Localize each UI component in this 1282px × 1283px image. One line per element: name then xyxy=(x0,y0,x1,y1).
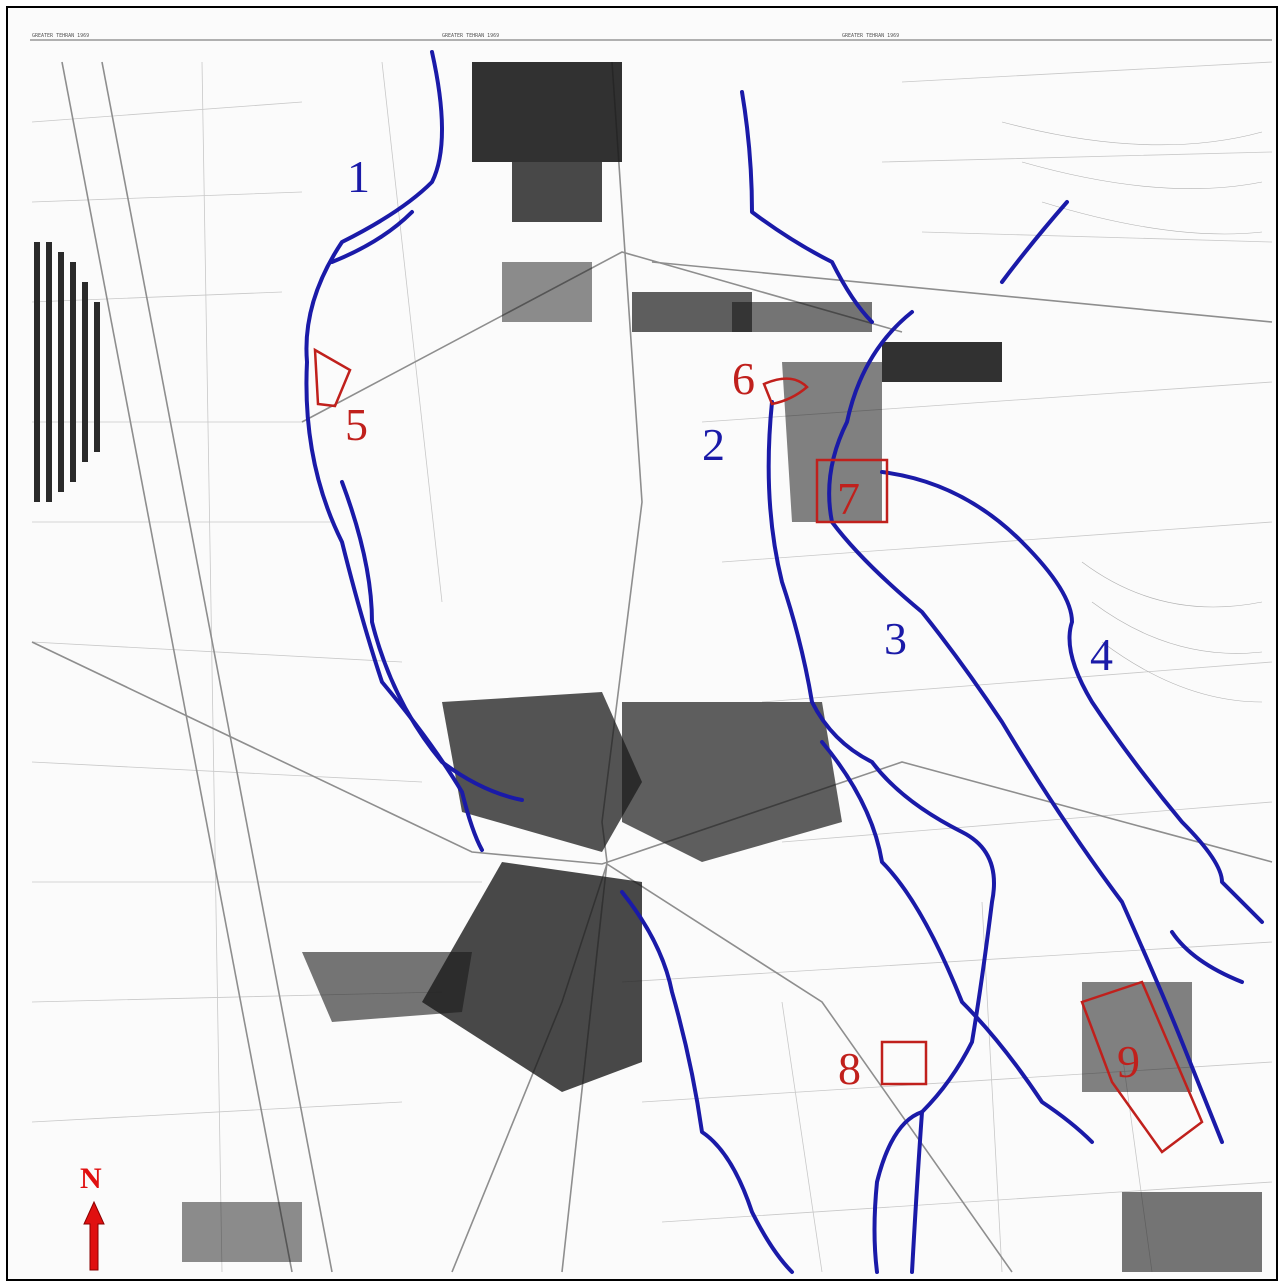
north-arrow: N xyxy=(80,1162,105,1271)
sheet-header-2: GREATER TEHRAN 1969 xyxy=(442,33,499,39)
stream-1-west-branch xyxy=(340,480,524,802)
stream-label-3: 3 xyxy=(884,613,907,664)
map-canvas: GREATER TEHRAN 1969 GREATER TEHRAN 1969 … xyxy=(30,33,1273,1274)
stream-4 xyxy=(880,470,1264,924)
stream-2-upper xyxy=(740,90,874,324)
site-outlines xyxy=(313,347,1204,1154)
stream-south-2 xyxy=(820,740,1094,1144)
stream-label-4: 4 xyxy=(1090,629,1113,680)
sheet-header-3: GREATER TEHRAN 1969 xyxy=(842,33,899,39)
site-label-9: 9 xyxy=(1117,1036,1140,1087)
site-label-5: 5 xyxy=(345,399,368,450)
site-label-7: 7 xyxy=(837,473,860,524)
sheet-header-1: GREATER TEHRAN 1969 xyxy=(32,33,89,39)
site-label-6: 6 xyxy=(732,353,755,404)
stream-label-1: 1 xyxy=(347,151,370,202)
stream-lines xyxy=(304,50,1264,1274)
map-frame: GREATER TEHRAN 1969 GREATER TEHRAN 1969 … xyxy=(6,6,1278,1281)
stream-south-1 xyxy=(620,890,794,1274)
stream-label-2: 2 xyxy=(702,419,725,470)
agricultural-strips xyxy=(34,242,100,502)
site-6-outline xyxy=(762,377,809,406)
stream-1-branch xyxy=(330,210,414,264)
north-label: N xyxy=(80,1162,102,1195)
stream-south-4 xyxy=(910,1110,924,1274)
site-5-outline xyxy=(313,347,352,408)
north-arrow-icon xyxy=(83,1200,105,1271)
site-label-8: 8 xyxy=(838,1043,861,1094)
stream-3 xyxy=(827,310,1224,1144)
site-9-outline xyxy=(1080,980,1204,1154)
site-7-outline xyxy=(815,458,889,524)
contour-lines xyxy=(1001,121,1263,703)
stream-south-3 xyxy=(872,1110,924,1274)
built-up-areas xyxy=(182,62,1262,1272)
stream-east-branch xyxy=(1170,930,1244,984)
site-8-outline xyxy=(880,1040,928,1086)
stream-4-upper xyxy=(1000,200,1069,284)
